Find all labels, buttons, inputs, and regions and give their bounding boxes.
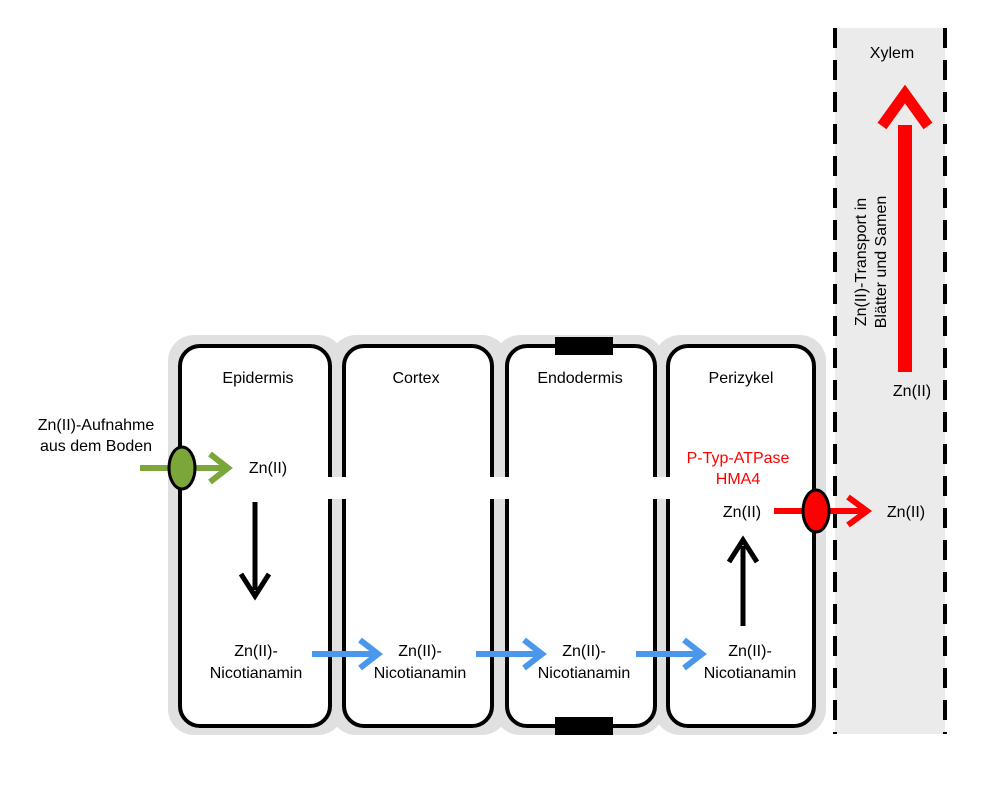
complex-label-cortex-line1: Zn(II)-	[398, 643, 442, 660]
cell-label-cortex: Cortex	[392, 370, 439, 387]
casparian-strip-top	[555, 337, 613, 355]
blue-arrow-3-head	[682, 637, 707, 671]
complex-label-endodermis-line2: Nicotianamin	[538, 665, 630, 682]
uptake-arrow-head	[208, 451, 233, 485]
plasmodesma-gap-1	[322, 477, 352, 499]
plasmodesma-gap-2	[484, 477, 514, 499]
perizykel-zn-species: Zn(II)	[723, 504, 761, 521]
complex-label-epidermis-line2: Nicotianamin	[210, 665, 302, 682]
cell-label-perizykel: Perizykel	[709, 370, 774, 387]
xylem-title: Xylem	[870, 45, 914, 62]
xylem-background	[835, 28, 945, 734]
transporter-label-line2: HMA4	[716, 471, 761, 488]
cell-cortex	[342, 344, 494, 728]
cell-perizykel	[666, 344, 816, 728]
blue-arrows	[312, 637, 707, 671]
blue-arrow-1-head	[358, 637, 383, 671]
transporter-label-line1: P-Typ-ATPase	[687, 450, 790, 467]
complex-label-epidermis-line1: Zn(II)-	[234, 643, 278, 660]
xylem-transport-arrow-head	[877, 84, 933, 130]
xylem-species-upper: Zn(II)	[893, 383, 931, 400]
epidermis-down-arrow-head	[238, 572, 272, 601]
perizykel-up-arrow-head	[726, 535, 760, 564]
xylem-region: Xylem Zn(II)-Transport in Blätter und Sa…	[833, 28, 947, 734]
epidermis-zn-species: Zn(II)	[249, 460, 287, 477]
complex-label-perizykel-line2: Nicotianamin	[704, 665, 796, 682]
cell-label-epidermis: Epidermis	[222, 370, 293, 387]
complex-label-cortex-line2: Nicotianamin	[374, 665, 466, 682]
hma4-transporter	[801, 488, 831, 534]
uptake-transporter	[167, 445, 197, 491]
uptake-label-line2: aus dem Boden	[40, 438, 152, 455]
uptake-label-line1: Zn(II)-Aufnahme	[38, 417, 155, 434]
blue-arrow-2-head	[522, 637, 547, 671]
casparian-strip-bottom	[555, 717, 613, 735]
xylem-transport-label-line1: Zn(II)-Transport in	[853, 198, 870, 326]
export-arrow-head	[846, 494, 873, 528]
complex-label-perizykel-line1: Zn(II)-	[728, 643, 772, 660]
plasmodesma-gap-3	[647, 477, 677, 499]
complex-label-endodermis-line1: Zn(II)-	[562, 643, 606, 660]
cell-label-endodermis: Endodermis	[537, 370, 622, 387]
xylem-species-lower: Zn(II)	[887, 504, 925, 521]
xylem-transport-label-line2: Blätter und Samen	[873, 196, 890, 329]
